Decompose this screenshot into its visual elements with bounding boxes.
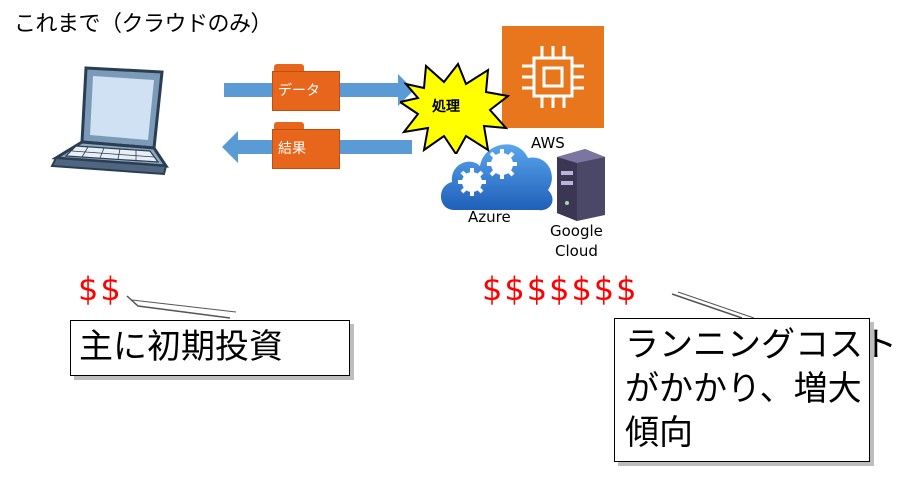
callout-left-leader-2 [131,299,237,313]
data-folder-label: データ [278,83,320,99]
callout-right-leader-2 [677,291,755,319]
data-folder-icon: データ [272,64,340,112]
chip-icon [522,46,584,108]
callout-right-leader [671,293,743,319]
processing-label: 処理 [432,99,460,115]
callout-left-leader [126,295,231,319]
result-folder-label: 結果 [278,141,306,157]
google-cloud-label: Google Cloud [550,221,603,261]
result-folder-icon: 結果 [272,122,340,170]
callout-right-line-3: 傾向 [625,413,693,453]
google-label-line2: Cloud [555,242,598,260]
server-icon [557,149,605,221]
aws-box [502,26,604,128]
callout-left: 主に初期投資 [70,320,350,376]
cost-right: $$$$$$$ [482,270,639,308]
google-label-line1: Google [550,222,603,240]
callout-right-line-1: ランニングコスト [625,325,897,365]
azure-label: Azure [468,208,511,226]
laptop-icon [50,66,169,176]
aws-label: AWS [531,134,565,152]
processing-burst-icon [400,62,511,154]
azure-cloud-icon [440,144,553,211]
callout-right: ランニングコスト がかかり、増大 傾向 [614,318,897,462]
page-title: これまで（クラウドのみ） [14,12,273,37]
cost-left: $$ [78,270,123,308]
callout-right-line-2: がかかり、増大 [625,369,862,409]
